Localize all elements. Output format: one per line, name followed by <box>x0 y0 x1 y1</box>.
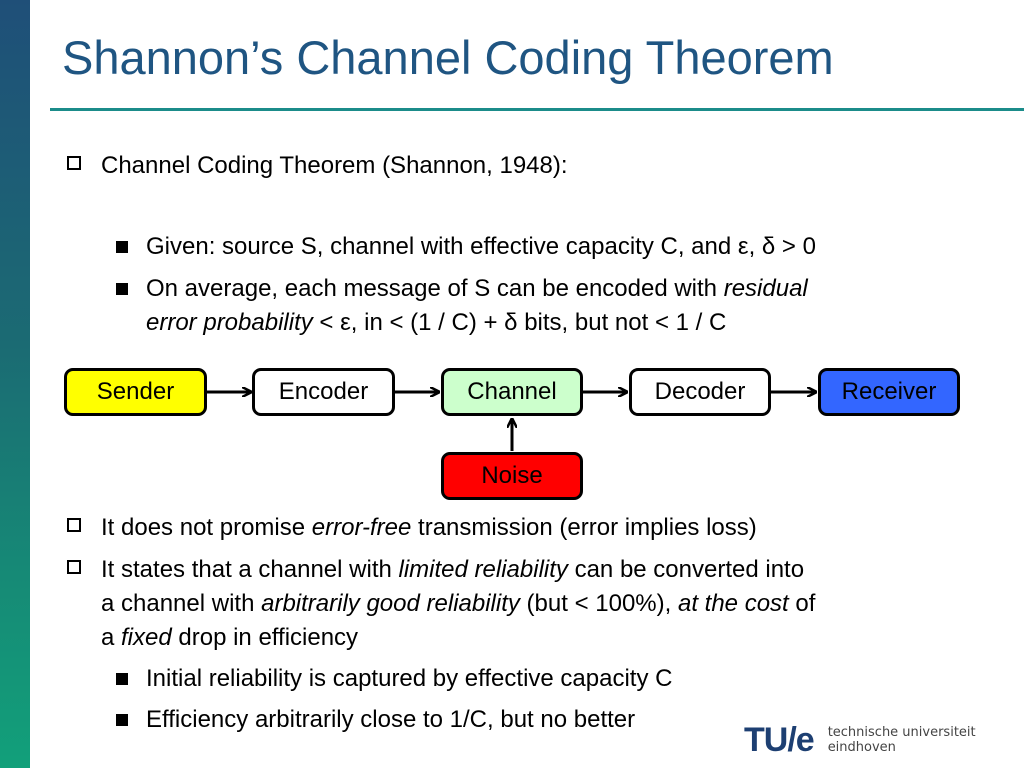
emphasis: residual <box>723 275 808 302</box>
bullet-channel-coding-theorem: Channel Coding Theorem (Shannon, 1948): <box>101 152 568 179</box>
tue-logo-text: technische universiteit eindhoven <box>827 725 976 755</box>
emphasis: fixed <box>121 624 172 651</box>
square-bullet-icon <box>116 714 128 726</box>
bullet-states-line2: a channel with arbitrarily good reliabil… <box>101 590 815 618</box>
bullet-states-line1: It states that a channel with limited re… <box>101 556 804 584</box>
text: a <box>101 624 122 651</box>
receiver-box: Receiver <box>818 368 960 416</box>
hollow-square-bullet-icon <box>67 156 81 170</box>
text: < ε, in < (1 / C) + δ bits, but not < 1 … <box>312 309 727 336</box>
emphasis: error-free <box>311 514 412 541</box>
text: On average, each message of S can be enc… <box>146 275 724 302</box>
tue-logo: TU/e technische universiteit eindhoven <box>744 720 1024 759</box>
title-divider <box>50 108 1024 111</box>
slide-title: Shannon’s Channel Coding Theorem <box>62 31 834 84</box>
text: It does not promise <box>101 514 312 541</box>
emphasis: limited reliability <box>398 556 568 583</box>
square-bullet-icon <box>116 673 128 685</box>
sidebar-stripe <box>0 0 30 768</box>
subbullet-on-average-line1: On average, each message of S can be enc… <box>146 275 808 303</box>
text: a channel with <box>101 590 262 617</box>
emphasis: arbitrarily good reliability <box>261 590 520 617</box>
hollow-square-bullet-icon <box>67 560 81 574</box>
subbullet-on-average-line2: error probability < ε, in < (1 / C) + δ … <box>146 309 726 337</box>
bullet-not-error-free: It does not promise error-free transmiss… <box>101 514 757 542</box>
noise-box: Noise <box>441 452 583 500</box>
decoder-box: Decoder <box>629 368 771 416</box>
subbullet-efficiency: Efficiency arbitrarily close to 1/C, but… <box>146 706 636 733</box>
emphasis: at the cost <box>677 590 789 617</box>
sender-box: Sender <box>64 368 207 416</box>
tue-logo-mark: TU/e <box>744 720 815 759</box>
text: can be converted into <box>567 556 805 583</box>
text: (but < 100%), <box>519 590 678 617</box>
subbullet-given: Given: source S, channel with effective … <box>146 233 816 260</box>
encoder-box: Encoder <box>252 368 395 416</box>
text: drop in efficiency <box>171 624 359 651</box>
square-bullet-icon <box>116 283 128 295</box>
square-bullet-icon <box>116 241 128 253</box>
subbullet-initial-reliability: Initial reliability is captured by effec… <box>146 665 673 692</box>
hollow-square-bullet-icon <box>67 518 81 532</box>
bullet-states-line3: a fixed drop in efficiency <box>101 624 358 652</box>
text: transmission (error implies loss) <box>411 514 757 541</box>
text: of <box>788 590 816 617</box>
channel-box: Channel <box>441 368 583 416</box>
text: It states that a channel with <box>101 556 399 583</box>
emphasis: error probability <box>146 309 313 336</box>
